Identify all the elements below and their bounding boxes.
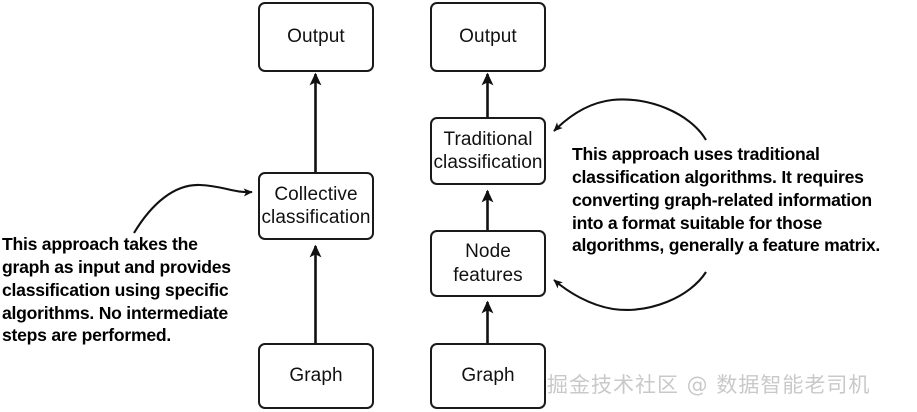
node-label: Collective classification: [261, 183, 371, 228]
node-label: Output: [459, 26, 517, 48]
node-label: Graph: [461, 365, 515, 387]
node-left-output[interactable]: Output: [258, 2, 374, 72]
annotation-right-text: This approach uses traditional classific…: [572, 144, 881, 256]
node-right-node-features[interactable]: Node features: [430, 230, 546, 297]
arrow-left-annotation-pointer: [133, 183, 253, 234]
node-right-traditional-classification[interactable]: Traditional classification: [430, 117, 546, 185]
node-label: Output: [287, 26, 345, 48]
node-label: Node features: [453, 241, 523, 286]
annotation-left-text: This approach takes the graph as input a…: [2, 234, 231, 346]
node-label: Traditional classification: [433, 128, 543, 173]
arrow-right-annotation-pointer-top: [553, 98, 707, 141]
node-right-output[interactable]: Output: [430, 2, 546, 72]
node-label: Graph: [289, 365, 343, 387]
arrow-right-annotation-pointer-bottom: [553, 271, 707, 311]
node-left-collective-classification[interactable]: Collective classification: [258, 172, 374, 240]
node-right-graph[interactable]: Graph: [430, 343, 546, 409]
watermark-text: 掘金技术社区 @ 数据智能老司机: [547, 373, 871, 397]
node-left-graph[interactable]: Graph: [258, 343, 374, 409]
